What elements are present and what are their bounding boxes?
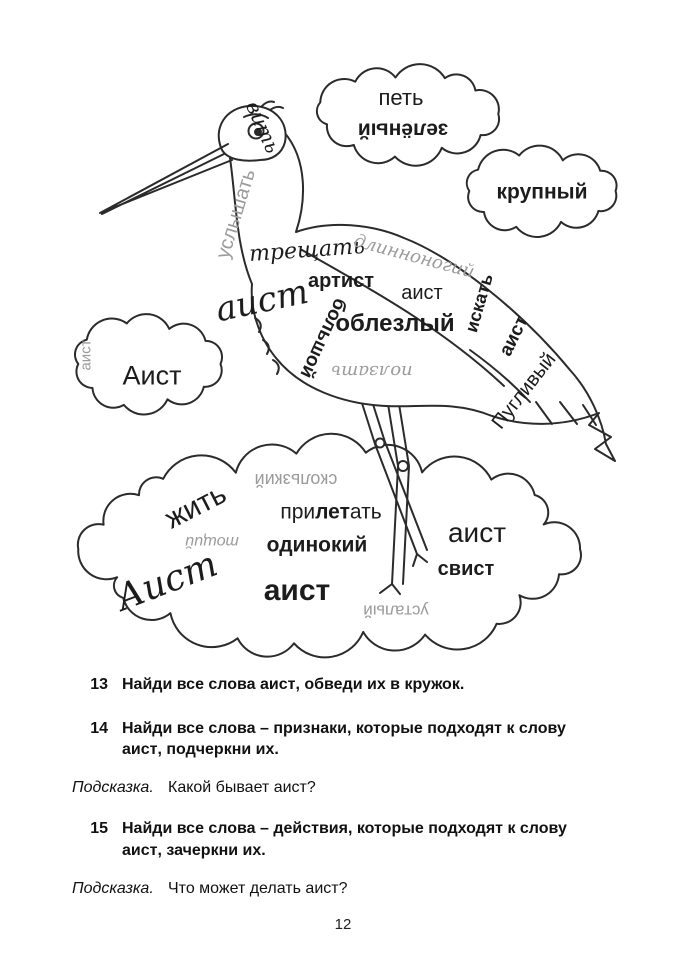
word-aist-nest-bold: аист [263, 574, 331, 607]
exercise-14-seg-0: Найди все слова – признаки, которые подх… [122, 719, 566, 737]
word-svist: свист [437, 558, 495, 580]
word-oblezlyj: облезлый [335, 310, 455, 337]
exercise-15-emphasis: аист [122, 841, 158, 859]
exercise-13-seg-0: Найди все слова [122, 676, 260, 693]
nest [76, 432, 582, 659]
stork [99, 100, 616, 595]
word-artist: артист [307, 270, 375, 292]
exercise-15-number: 15 [90, 820, 108, 838]
stork-crest [261, 100, 284, 111]
stork-head [217, 104, 287, 162]
word-aist-body: аист [401, 282, 443, 304]
hint-1-text: Какой бывает аист? [168, 778, 316, 796]
word-aist-nest-right: аист [447, 517, 507, 548]
word-aist-cloud-side: аист [77, 339, 95, 371]
stork-illustration [74, 63, 618, 659]
hint-2-text: Что может делать аист? [168, 879, 348, 897]
exercise-13-emphasis: аист [260, 676, 296, 693]
word-priletat-mid: лет [315, 500, 350, 524]
word-polzat: ползать [331, 361, 413, 382]
exercise-15-seg-2: , зачеркни их. [157, 841, 266, 859]
exercise-13-text: Найди все слова аист, обведи их в кружок… [122, 674, 574, 696]
word-zeleny: зелёный [357, 118, 449, 142]
cloud-right [465, 144, 618, 238]
cloud-top [315, 63, 501, 167]
exercise-13: 13 Найди все слова аист, обведи их в кру… [72, 674, 612, 696]
stork-body [229, 131, 616, 462]
hint-1-label: Подсказка. [72, 778, 154, 796]
exercise-14: 14 Найди все слова – признаки, которые п… [72, 718, 612, 761]
exercise-13-seg-2: , обведи их в кружок. [295, 676, 465, 693]
exercise-list: 13 Найди все слова аист, обведи их в кру… [72, 674, 612, 919]
hint-2: Подсказка. Что может делать аист? [72, 878, 612, 900]
stork-legs [360, 397, 428, 595]
stork-wing-line2 [469, 349, 531, 403]
exercise-15-seg-0: Найди все слова – действия, которые подх… [122, 820, 567, 838]
exercise-14-text: Найди все слова – признаки, которые подх… [122, 718, 574, 761]
stork-brow [243, 113, 269, 119]
hint-1: Подсказка. Какой бывает аист? [72, 777, 612, 799]
exercise-14-seg-2: , подчеркни их. [157, 741, 279, 759]
word-aist-cloud: Аист [122, 360, 182, 391]
word-skolzkij: скользкий [254, 470, 338, 490]
word-krupny: крупный [496, 180, 588, 204]
stork-pupil [254, 128, 262, 136]
hint-2-label: Подсказка. [72, 879, 154, 897]
word-priletat-pre: при [280, 500, 316, 524]
exercise-14-number: 14 [90, 719, 108, 737]
stork-beak [99, 143, 233, 215]
word-toshchij: тощий [185, 533, 239, 550]
exercise-15-text: Найди все слова – действия, которые подх… [122, 818, 574, 861]
stork-chest-feathers [254, 317, 280, 375]
exercise-15: 15 Найди все слова – действия, которые п… [72, 818, 612, 861]
word-priletat: прилетать [280, 502, 381, 523]
word-ustalyj: усталый [363, 601, 429, 621]
word-priletat-post: ать [349, 500, 382, 524]
page-number: 12 [334, 916, 352, 933]
exercise-14-emphasis: аист [122, 741, 158, 759]
stork-wing-line [301, 249, 505, 387]
cloud-left [74, 313, 224, 416]
stork-tail-feathers [535, 401, 597, 426]
word-odinokij: одинокий [266, 533, 368, 557]
word-pet: петь [378, 85, 424, 110]
exercise-13-number: 13 [90, 676, 108, 693]
stork-eye [247, 122, 265, 140]
